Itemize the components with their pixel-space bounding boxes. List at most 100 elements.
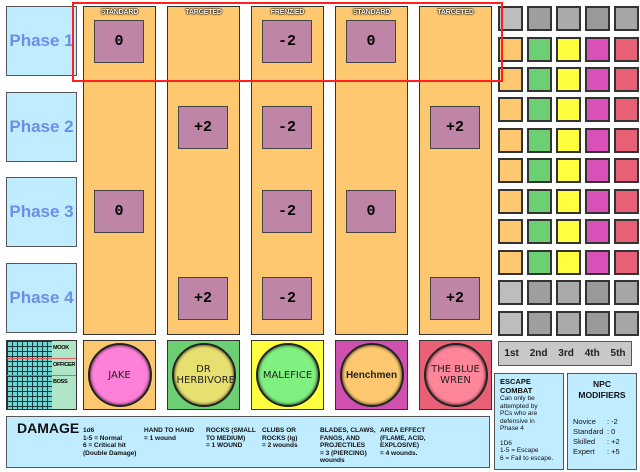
grid-square[interactable] xyxy=(585,311,610,336)
character-token-cell[interactable]: Henchmen xyxy=(335,340,408,410)
grid-square[interactable] xyxy=(556,250,581,275)
grid-square[interactable] xyxy=(556,67,581,92)
grid-square[interactable] xyxy=(556,6,581,31)
grid-square[interactable] xyxy=(527,280,552,305)
grid-square[interactable] xyxy=(556,97,581,122)
grid-square[interactable] xyxy=(556,37,581,62)
tracker-label: MOOK xyxy=(53,345,69,351)
modifier-card[interactable]: -2 xyxy=(262,106,312,149)
modifier-card[interactable]: +2 xyxy=(430,277,480,320)
grid-square[interactable] xyxy=(614,280,639,305)
character-token[interactable]: MALEFICE xyxy=(255,343,320,407)
grid-square[interactable] xyxy=(556,311,581,336)
grid-square[interactable] xyxy=(527,128,552,153)
grid-square[interactable] xyxy=(527,6,552,31)
character-token-cell[interactable]: JAKE xyxy=(83,340,156,410)
modifier-card[interactable]: 0 xyxy=(94,190,144,233)
character-token-cell[interactable]: DR HERBIVORE xyxy=(167,340,240,410)
grid-square[interactable] xyxy=(498,128,523,153)
grid-square[interactable] xyxy=(527,37,552,62)
modifier-card[interactable]: +2 xyxy=(178,277,228,320)
grid-square[interactable] xyxy=(614,128,639,153)
grid-square[interactable] xyxy=(614,250,639,275)
character-token-cell[interactable]: MALEFICE xyxy=(251,340,324,410)
grid-square[interactable] xyxy=(498,280,523,305)
grid-square[interactable] xyxy=(585,158,610,183)
grid-square[interactable] xyxy=(585,67,610,92)
turn-order-5[interactable]: 5th xyxy=(610,348,626,359)
escape-title: ESCAPE COMBAT xyxy=(500,377,533,395)
grid-square[interactable] xyxy=(556,158,581,183)
character-token-cell[interactable]: THE BLUE WREN xyxy=(419,340,492,410)
grid-square[interactable] xyxy=(527,311,552,336)
turn-order-2[interactable]: 2nd xyxy=(529,348,548,359)
grid-square[interactable] xyxy=(585,6,610,31)
escape-roll: 1D6 1-5 = Escape 6 = Fail to escape. xyxy=(500,439,554,462)
modifier-card[interactable]: -2 xyxy=(262,20,312,63)
grid-square[interactable] xyxy=(498,219,523,244)
character-name: Henchmen xyxy=(345,369,398,381)
character-column-1[interactable]: STANDARD 0 0 xyxy=(83,6,156,335)
grid-square[interactable] xyxy=(614,158,639,183)
npc-title: NPC MODIFIERS xyxy=(578,379,626,400)
grid-square[interactable] xyxy=(585,37,610,62)
phase-4-label: Phase 4 xyxy=(6,263,77,333)
grid-square[interactable] xyxy=(556,128,581,153)
grid-square[interactable] xyxy=(585,219,610,244)
character-token[interactable]: JAKE xyxy=(87,343,152,407)
grid-square[interactable] xyxy=(527,97,552,122)
character-column-5[interactable]: TARGETED +2 +2 xyxy=(419,6,492,335)
grid-square[interactable] xyxy=(585,189,610,214)
turn-order-4[interactable]: 4th xyxy=(584,348,600,359)
npc-modifier: : +5 xyxy=(607,447,620,456)
grid-square[interactable] xyxy=(527,250,552,275)
turn-order-1[interactable]: 1st xyxy=(504,348,519,359)
grid-square[interactable] xyxy=(527,67,552,92)
grid-square[interactable] xyxy=(614,97,639,122)
grid-square[interactable] xyxy=(585,97,610,122)
grid-square[interactable] xyxy=(556,189,581,214)
damage-result: = 3 (PIERCING) wounds xyxy=(320,449,367,465)
grid-square[interactable] xyxy=(556,219,581,244)
modifier-card[interactable]: +2 xyxy=(430,106,480,149)
modifier-card[interactable]: 0 xyxy=(94,20,144,63)
grid-square[interactable] xyxy=(614,311,639,336)
damage-title: DAMAGE xyxy=(17,420,80,436)
damage-type: ROCKS (SMALL TO MEDIUM) xyxy=(206,427,256,442)
character-token[interactable]: THE BLUE WREN xyxy=(423,343,488,407)
grid-square[interactable] xyxy=(527,158,552,183)
character-column-2[interactable]: TARGETED +2 +2 xyxy=(167,6,240,335)
grid-square[interactable] xyxy=(585,280,610,305)
character-token[interactable]: Henchmen xyxy=(339,343,404,407)
grid-square[interactable] xyxy=(585,250,610,275)
character-token[interactable]: DR HERBIVORE xyxy=(171,343,236,407)
grid-square[interactable] xyxy=(614,37,639,62)
turn-order-3[interactable]: 3rd xyxy=(558,348,574,359)
stance-label: STANDARD xyxy=(100,9,139,16)
damage-result: 1-5 = Normal 6 = Critical hit (Double Da… xyxy=(83,434,137,457)
modifier-card[interactable]: -2 xyxy=(262,277,312,320)
phase-2-label: Phase 2 xyxy=(6,92,77,162)
grid-square[interactable] xyxy=(527,219,552,244)
grid-square[interactable] xyxy=(614,219,639,244)
stance-label: TARGETED xyxy=(437,9,474,16)
grid-square[interactable] xyxy=(498,250,523,275)
modifier-card[interactable]: -2 xyxy=(262,190,312,233)
stance-label: TARGETED xyxy=(185,9,222,16)
grid-square[interactable] xyxy=(614,6,639,31)
grid-square[interactable] xyxy=(585,128,610,153)
modifier-card[interactable]: +2 xyxy=(178,106,228,149)
grid-square[interactable] xyxy=(614,67,639,92)
grid-square[interactable] xyxy=(498,97,523,122)
grid-square[interactable] xyxy=(527,189,552,214)
grid-square[interactable] xyxy=(498,158,523,183)
grid-square[interactable] xyxy=(614,189,639,214)
grid-square[interactable] xyxy=(498,311,523,336)
grid-square[interactable] xyxy=(498,189,523,214)
grid-square[interactable] xyxy=(556,280,581,305)
character-name: DR HERBIVORE xyxy=(176,364,235,386)
character-column-3[interactable]: FRENZIED-2-2-2-2 xyxy=(251,6,324,335)
modifier-card[interactable]: 0 xyxy=(346,190,396,233)
modifier-card[interactable]: 0 xyxy=(346,20,396,63)
